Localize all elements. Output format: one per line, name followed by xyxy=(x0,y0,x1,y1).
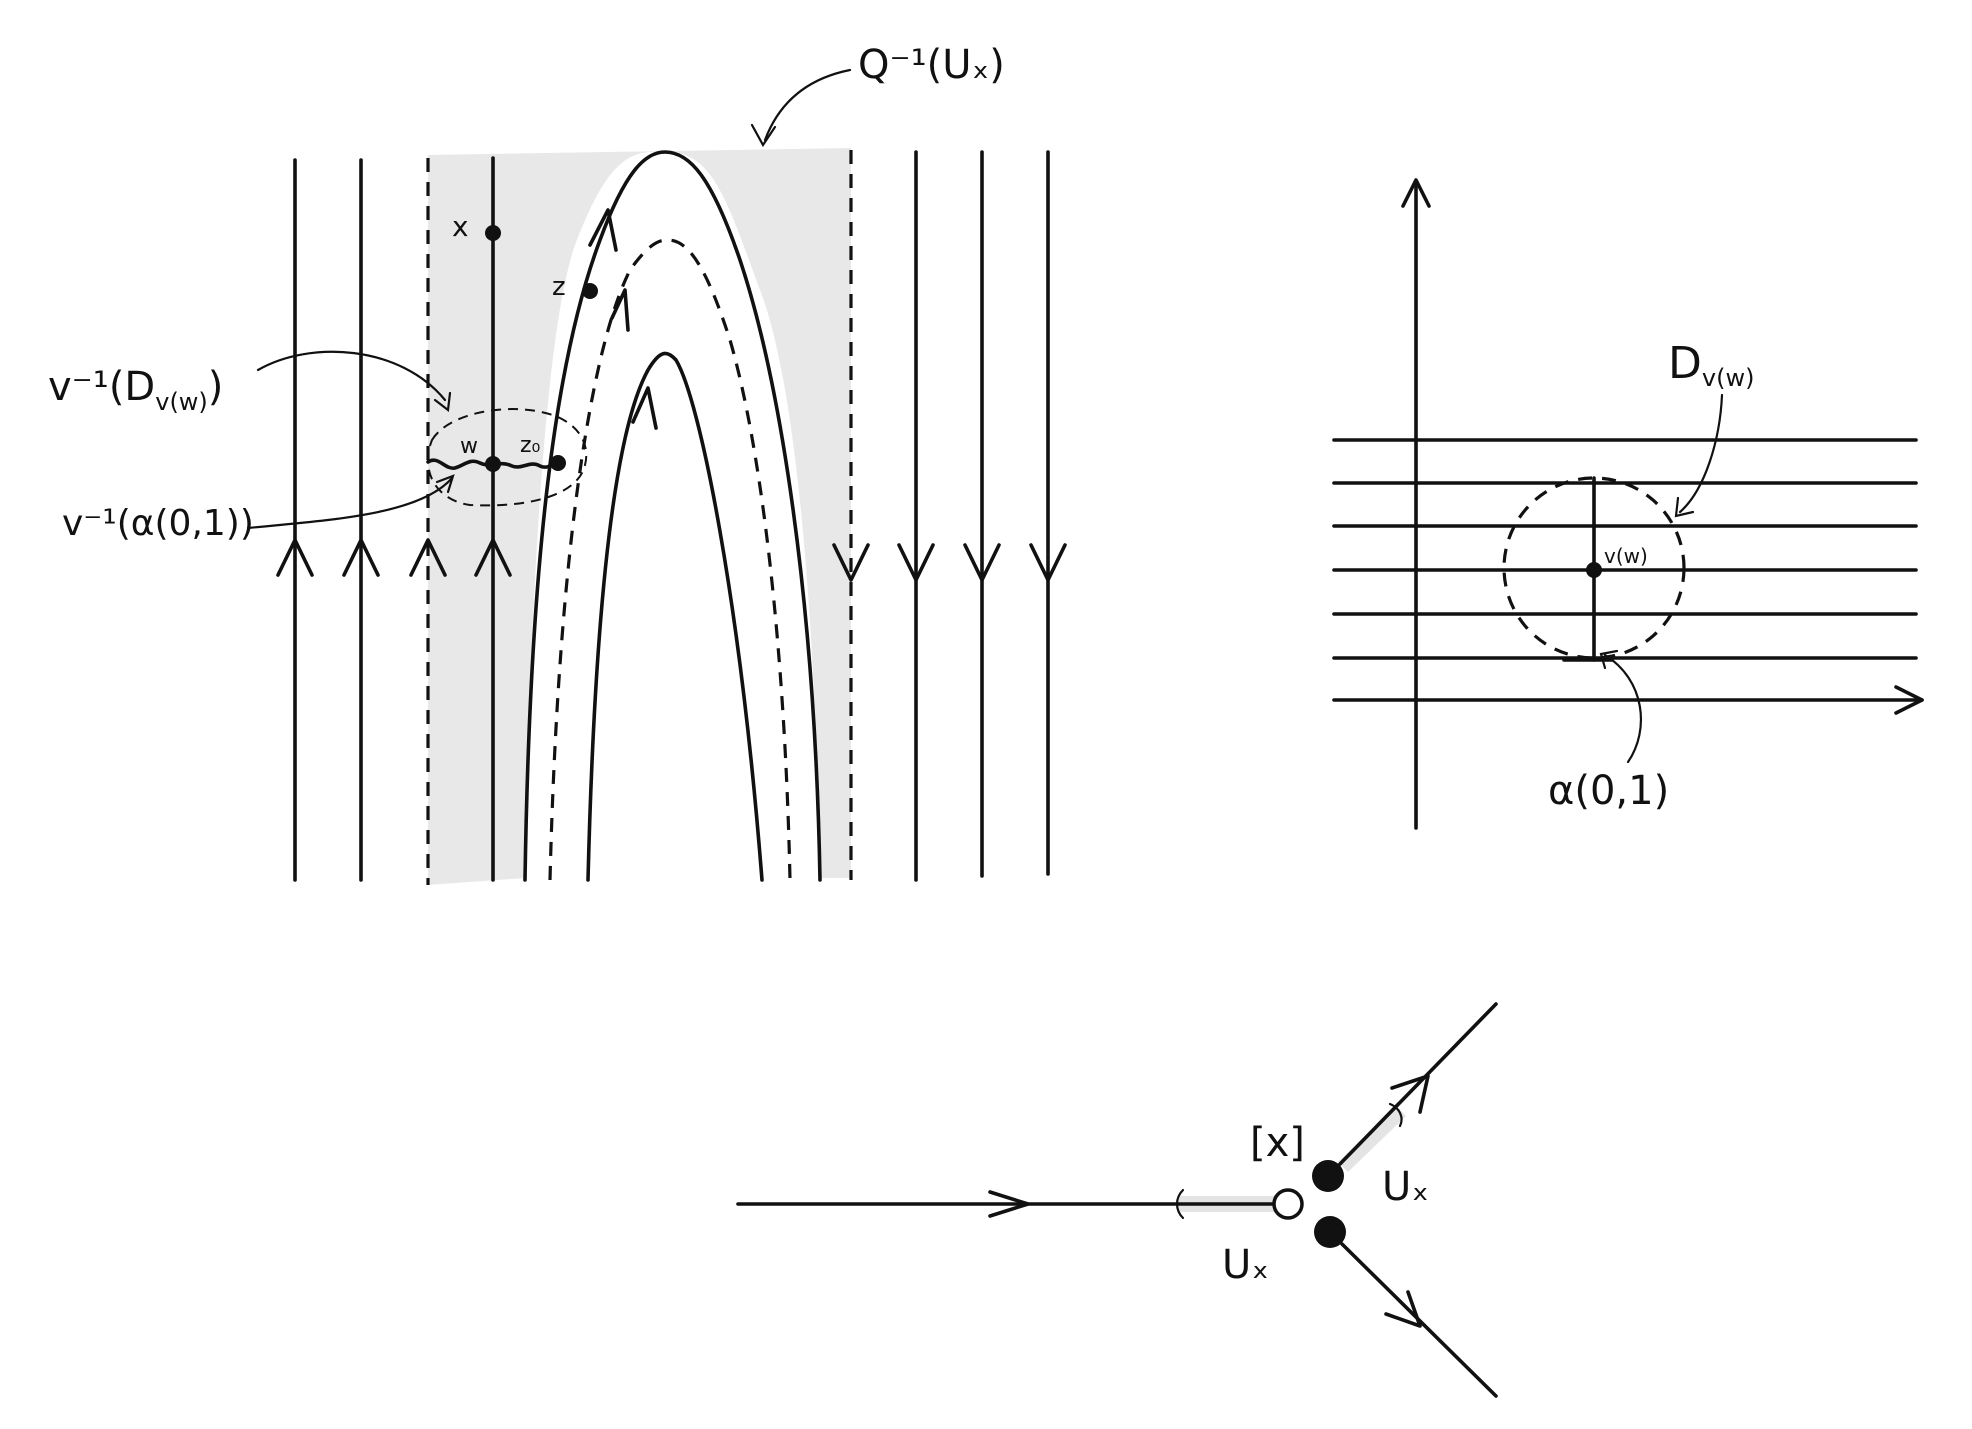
edge-lower-arrow xyxy=(1384,1290,1422,1328)
leader-disk xyxy=(1678,393,1724,514)
inner-white-region xyxy=(548,248,790,880)
leader-arc xyxy=(1603,653,1642,764)
arrow-down-2 xyxy=(897,543,935,582)
disk-d-outline xyxy=(1502,476,1686,660)
leaf-space-panel: [x] Uₓ Uₓ xyxy=(736,1002,1498,1398)
chart-y-arrowhead xyxy=(1401,178,1431,208)
point-w-label: w xyxy=(460,434,478,459)
arrow-up-4 xyxy=(474,538,512,577)
label-node-x: [x] xyxy=(1250,1120,1305,1166)
point-z-dot xyxy=(582,283,598,299)
leader-preimage-arc-head xyxy=(435,474,455,494)
arrow-down-1 xyxy=(832,543,870,582)
leader-arc-head xyxy=(1599,649,1619,670)
point-x-dot xyxy=(485,225,501,241)
nbhd-shade-upper xyxy=(1338,1106,1406,1172)
point-z-label: z xyxy=(552,272,566,302)
arrow-reeb-middle xyxy=(610,288,630,332)
left-foliation-panel: x z w z₀ Q⁻¹(Uₓ) v⁻¹(Dv(w)) v⁻¹(α(0,1)) xyxy=(48,42,1067,885)
leader-q-preimage-head xyxy=(750,123,777,148)
point-x-label: x xyxy=(452,210,469,243)
arrow-reeb-inner xyxy=(631,386,658,430)
edge-left-arrow xyxy=(988,1190,1030,1218)
label-nbhd-bottom: Uₓ xyxy=(1222,1242,1269,1288)
label-preimage-arc: v⁻¹(α(0,1)) xyxy=(62,503,254,544)
label-preimage-disk: v⁻¹(Dv(w)) xyxy=(48,364,223,416)
point-w-dot xyxy=(485,456,501,472)
closed-point-upper xyxy=(1312,1160,1344,1192)
nbhd-left-paren xyxy=(1175,1188,1185,1220)
closed-point-lower xyxy=(1314,1216,1346,1248)
label-arc: α(0,1) xyxy=(1548,768,1669,814)
nbhd-upper-paren xyxy=(1388,1102,1403,1128)
reeb-leaf-inner xyxy=(586,351,764,882)
arrow-down-3 xyxy=(963,543,1001,582)
reeb-leaf-outer xyxy=(523,150,822,882)
point-z0-label: z₀ xyxy=(520,433,541,458)
chart-x-arrowhead xyxy=(1894,685,1924,715)
label-disk: Dv(w) xyxy=(1668,338,1754,392)
leader-preimage-disk xyxy=(256,350,447,402)
right-chart-panel: v(w) Dv(w) α(0,1) xyxy=(1332,178,1924,830)
leader-preimage-arc xyxy=(246,476,454,530)
arrow-reeb-outer xyxy=(588,208,618,252)
leader-preimage-disk-head xyxy=(433,391,452,413)
point-vw-label: v(w) xyxy=(1604,544,1648,568)
leader-disk-head xyxy=(1674,496,1695,518)
shaded-region-q-preimage xyxy=(428,148,851,885)
arrow-up-3 xyxy=(409,538,447,577)
arrow-up-1 xyxy=(276,538,314,577)
arrow-down-4 xyxy=(1029,543,1067,582)
label-q-preimage: Q⁻¹(Uₓ) xyxy=(858,42,1005,88)
point-vw-dot xyxy=(1586,562,1602,578)
arrow-up-2 xyxy=(342,538,380,577)
edge-upper xyxy=(1338,1002,1498,1166)
point-z0-dot xyxy=(550,455,566,471)
edge-upper-arrow xyxy=(1390,1074,1430,1114)
label-nbhd-right: Uₓ xyxy=(1382,1164,1429,1210)
leader-q-preimage xyxy=(763,68,852,142)
preimage-disk-outline xyxy=(427,408,588,507)
open-point xyxy=(1272,1188,1304,1220)
